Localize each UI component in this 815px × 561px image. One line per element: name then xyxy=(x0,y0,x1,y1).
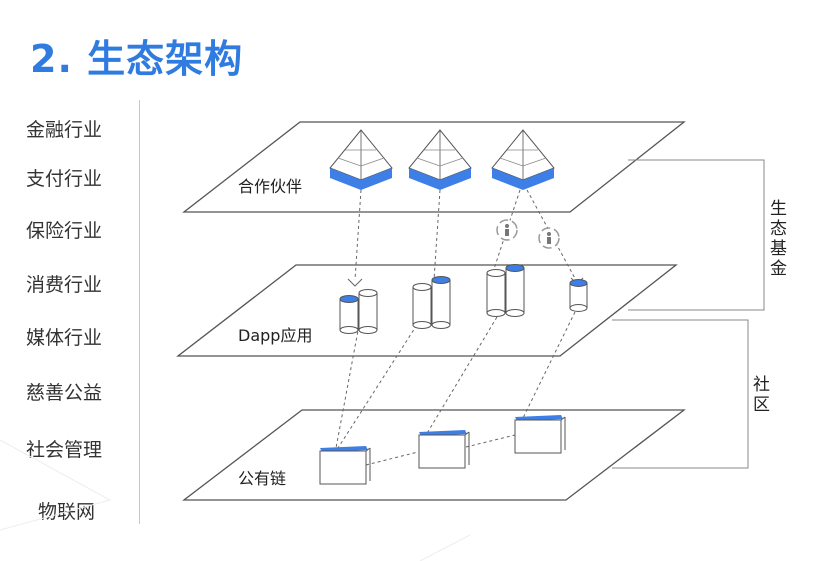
community-bracket xyxy=(612,319,749,469)
eco-fund-bracket xyxy=(628,159,765,311)
partner-pyramid-icon xyxy=(408,129,472,190)
dapp-database-icon xyxy=(412,276,451,329)
eco-fund-label-char: 金 xyxy=(770,259,787,279)
user-exchange-icon xyxy=(538,227,560,249)
partner-pyramid-icon xyxy=(491,129,555,190)
background-decoration xyxy=(0,439,471,561)
arrow-head-icon xyxy=(347,278,363,287)
partner-pyramid-icon xyxy=(329,129,393,190)
industry-item-social-management: 社会管理 xyxy=(26,439,103,461)
eco-fund-label-char: 态 xyxy=(770,219,787,239)
dapp-label: Dapp应用 xyxy=(238,326,312,345)
industry-item-finance: 金融行业 xyxy=(26,119,103,141)
chain-block-icon xyxy=(319,446,371,485)
user-exchange-icon xyxy=(496,219,518,241)
eco-fund-label-char: 生 xyxy=(770,199,787,219)
dapp-database-icon xyxy=(486,264,525,317)
community-label-char: 社 xyxy=(753,375,770,395)
industry-list: 金融行业 支付行业 保险行业 消费行业 媒体行业 慈善公益 社会管理 物联网 xyxy=(0,0,140,561)
partners-label: 合作伙伴 xyxy=(238,177,302,196)
industry-item-payment: 支付行业 xyxy=(26,168,103,190)
industry-item-charity: 慈善公益 xyxy=(26,382,103,404)
community-label-char: 区 xyxy=(753,395,770,415)
dapp-database-icon xyxy=(339,289,378,334)
public-chain-label: 公有链 xyxy=(238,469,286,488)
industry-item-consumer: 消费行业 xyxy=(26,274,103,296)
chain-block-icon xyxy=(514,415,566,454)
eco-fund-label-char: 基 xyxy=(770,239,787,259)
industry-item-media: 媒体行业 xyxy=(26,327,103,349)
page-title: 2. 生态架构 xyxy=(30,37,244,81)
industry-item-insurance: 保险行业 xyxy=(26,220,103,242)
chain-block-icon xyxy=(418,430,470,469)
dapp-database-icon xyxy=(569,279,588,312)
divider-line xyxy=(139,100,140,524)
